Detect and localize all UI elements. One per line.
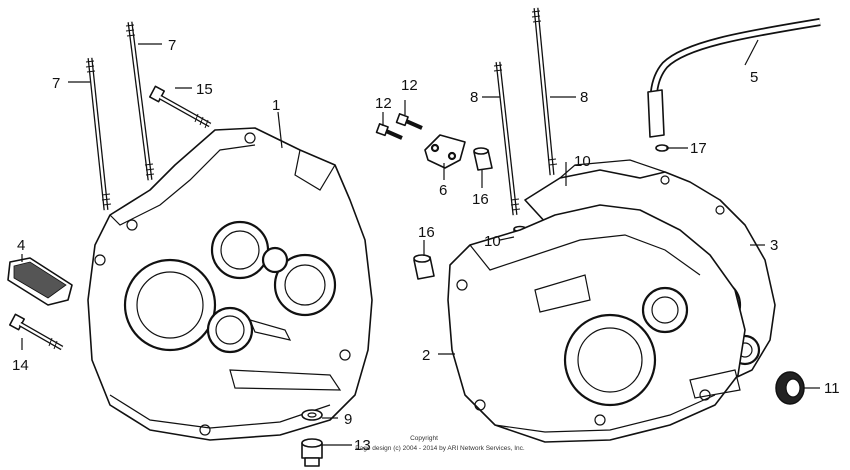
stud-bolt-8-left[interactable] [493,61,521,216]
callout-7-left: 7 [52,75,60,92]
callout-14: 14 [12,357,29,374]
callout-4: 4 [17,237,25,254]
oil-seal-11[interactable] [775,371,805,405]
bolt-12-left[interactable] [375,123,403,140]
callout-15: 15 [196,81,213,98]
callout-12-left: 12 [375,95,392,112]
bolt-14[interactable] [8,313,64,351]
copyright-notice: Copyright Page design (c) 2004 - 2014 by… [355,435,525,452]
dowel-pin-16-bottom[interactable] [413,254,435,280]
callout-17: 17 [690,140,707,157]
filter-screen-4[interactable] [7,257,73,306]
bracket-6[interactable] [424,134,466,169]
callout-13: 13 [354,437,371,454]
stud-bolt-7-left[interactable] [85,57,112,211]
stud-bolt-7-right[interactable] [125,21,155,181]
dowel-pin-16-top[interactable] [473,147,493,171]
callout-2: 2 [422,347,430,364]
leader-lines [21,39,820,446]
callout-5: 5 [750,69,758,86]
left-crankcase-1[interactable] [87,127,373,441]
callout-16-top: 16 [472,191,489,208]
bolt-12-right[interactable] [395,113,423,130]
callout-10-lower: 10 [484,233,501,250]
copyright-line-2: Page design (c) 2004 - 2014 by ARI Netwo… [355,445,525,452]
callout-8-right: 8 [580,89,588,106]
callout-6: 6 [439,182,447,199]
callout-11: 11 [824,380,840,397]
callout-7-right: 7 [168,37,176,54]
copyright-line-1: Copyright [410,435,438,442]
callout-12-right: 12 [401,77,418,94]
stud-bolt-8-right[interactable] [531,7,558,176]
right-crankcase-2[interactable] [447,204,746,443]
callout-8-left: 8 [470,89,478,106]
callout-10-upper: 10 [574,153,591,170]
callout-labels: 1 2 3 4 5 6 7 7 8 8 9 10 10 11 12 12 13 … [12,37,840,454]
drain-bolt-13[interactable] [301,438,323,467]
bolt-15[interactable] [148,85,212,129]
callout-3: 3 [770,237,778,254]
callout-16-bottom: 16 [418,224,435,241]
washer-9[interactable] [301,409,323,421]
callout-1: 1 [272,97,280,114]
callout-9: 9 [344,411,352,428]
breather-tube-5[interactable] [647,18,821,138]
